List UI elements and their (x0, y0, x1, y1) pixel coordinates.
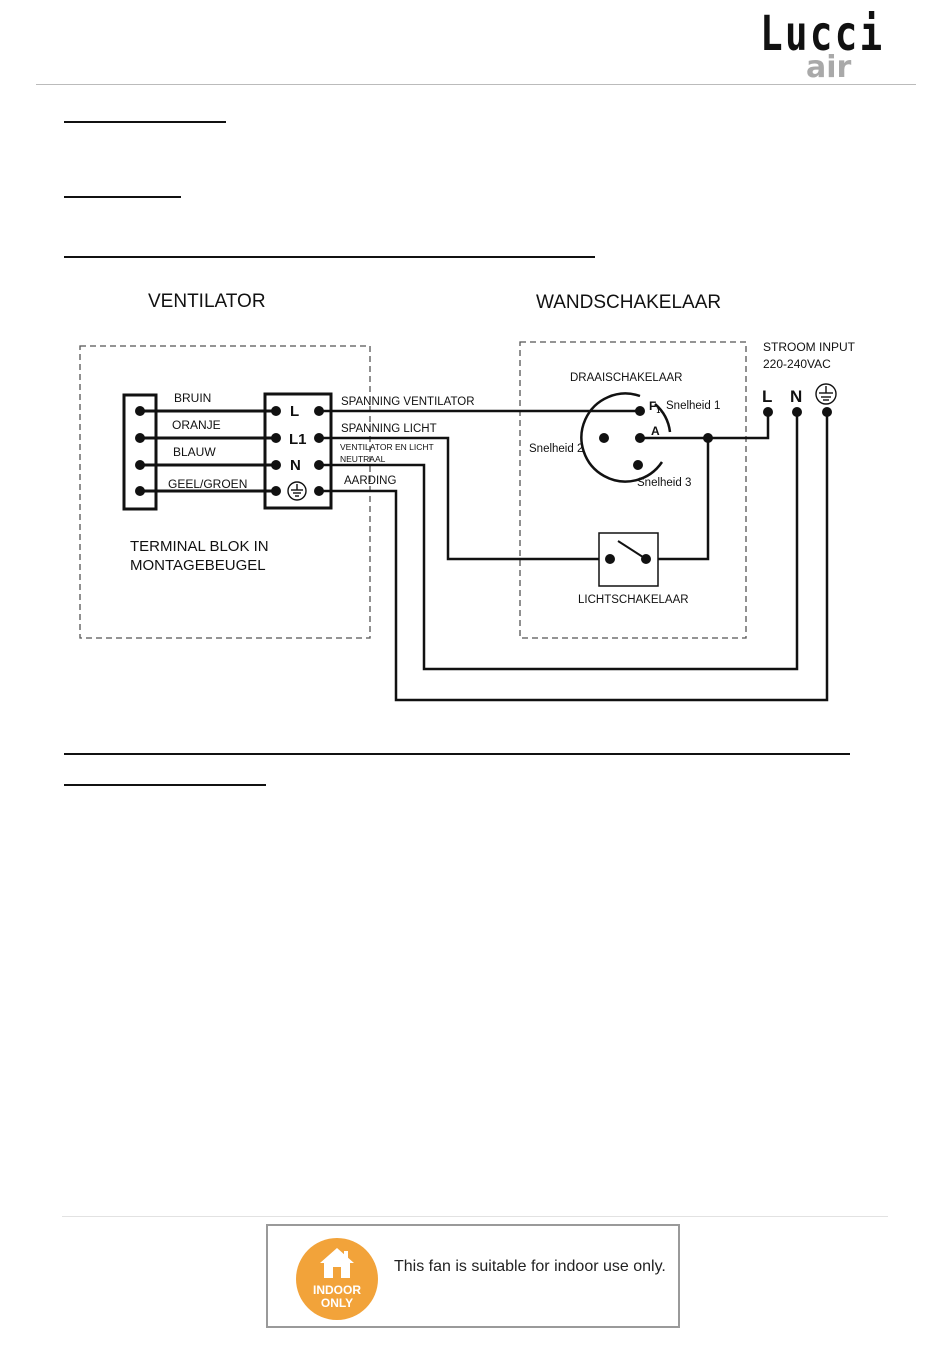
label-a: A (651, 424, 660, 438)
terminal-caption-line1: TERMINAL BLOK IN (130, 538, 269, 555)
switch-enclosure (519, 341, 747, 639)
label-fan-power: SPANNING VENTILATOR (341, 396, 475, 408)
light-switch-lever (617, 540, 647, 560)
label-speed3: Snelheid 3 (637, 477, 691, 489)
contact-speed2 (599, 433, 609, 443)
wire-label-orange: ORANJE (172, 418, 221, 432)
label-light-power: SPANNING LICHT (341, 423, 437, 435)
heading-underline-3 (64, 256, 595, 258)
heading-underline-5 (64, 784, 266, 786)
power-input-l: L (762, 387, 772, 406)
contact-speed3 (633, 460, 643, 470)
wiring-diagram: VENTILATOR WANDSCHAKELAAR BRUIN ORANJE B… (79, 291, 856, 702)
label-speed1: Snelheid 1 (666, 400, 720, 412)
label-f1: F1 (649, 399, 660, 415)
power-input-line2: 220-240VAC (763, 357, 831, 371)
wire-label-blue: BLAUW (173, 445, 216, 459)
label-earth: AARDING (344, 475, 396, 487)
badge-text-line1: INDOOR (313, 1283, 361, 1297)
heading-underline-1 (64, 121, 226, 123)
footer-divider (62, 1216, 888, 1217)
power-input-line1: STROOM INPUT (763, 340, 856, 354)
logo-wordmark: Lucci (759, 6, 884, 62)
wire-label-yellow-green: GEEL/GROEN (168, 477, 247, 491)
heading-underline-4 (64, 753, 850, 755)
label-neutral-1: VENTILATOR EN LICHT (340, 442, 434, 452)
heading-underline-2 (64, 196, 181, 198)
logo-subtitle: air (806, 50, 852, 85)
badge-text-line2: ONLY (320, 1296, 354, 1310)
junction-dot (703, 433, 713, 443)
notice-text: This fan is suitable for indoor use only… (394, 1258, 666, 1275)
earth-symbol-input (815, 383, 837, 405)
terminal-label-n: N (290, 457, 301, 474)
indoor-notice: INDOOR ONLY This fan is suitable for ind… (266, 1224, 680, 1328)
earth-symbol-terminal (287, 481, 307, 501)
contact-a (635, 433, 645, 443)
indoor-only-badge: INDOOR ONLY (296, 1238, 378, 1320)
label-neutral-2: NEUTRAAL (340, 454, 386, 464)
rotary-switch-dial (580, 392, 664, 483)
house-icon (320, 1248, 354, 1278)
header-divider (36, 84, 916, 85)
label-speed2: Snelheid 2 (529, 443, 583, 455)
switch-title: WANDSCHAKELAAR (536, 292, 721, 313)
terminal-label-l1: L1 (289, 431, 307, 448)
contact-f1 (635, 406, 645, 416)
terminal-caption-line2: MONTAGEBEUGEL (130, 557, 266, 574)
fan-title: VENTILATOR (148, 291, 266, 312)
brand-logo: Lucci air (760, 6, 890, 85)
power-input-n: N (790, 387, 802, 406)
wire-label-brown: BRUIN (174, 391, 211, 405)
light-switch-label: LICHTSCHAKELAAR (578, 594, 689, 606)
rotary-switch-title: DRAAISCHAKELAAR (570, 372, 682, 384)
terminal-label-l: L (290, 403, 299, 420)
